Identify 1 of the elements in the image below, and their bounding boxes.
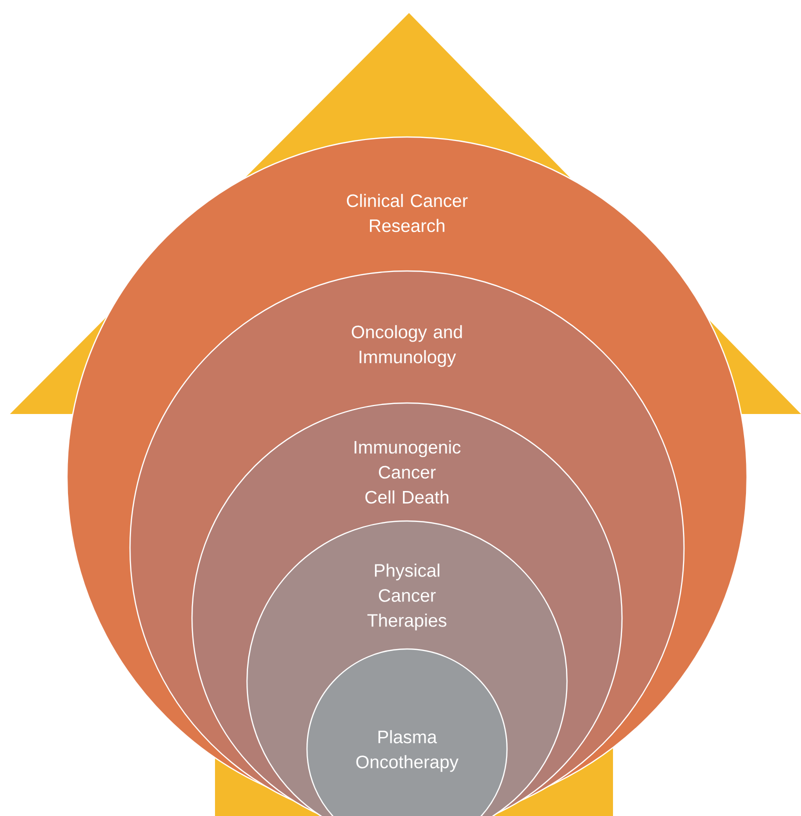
circle-node: Plasma Oncotherapy xyxy=(306,648,508,816)
